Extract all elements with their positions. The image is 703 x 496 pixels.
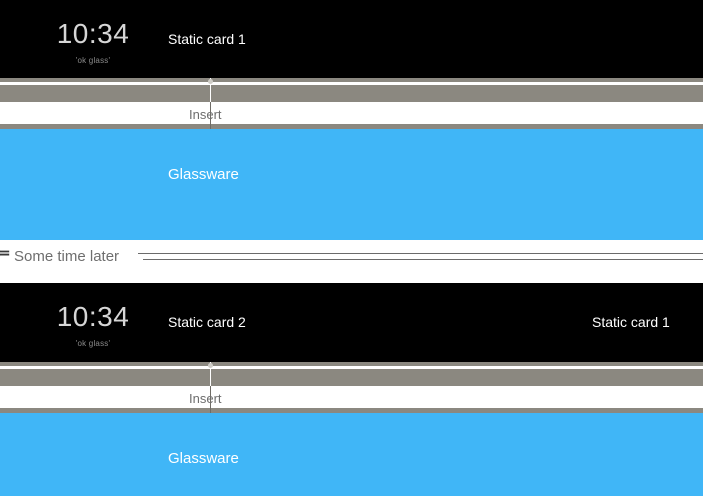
glass-voice-hint: 'ok glass' (75, 56, 111, 65)
insert-label-after: Insert (189, 391, 222, 406)
band-gray-thin-bottom-before (0, 124, 703, 129)
glass-timeline-strip-after: 10:34 'ok glass' Static card 2 Static ca… (0, 283, 703, 362)
glassware-panel-after: Glassware (0, 413, 703, 496)
static-card-1-label: Static card 1 (168, 31, 246, 47)
glass-clock-time: 10:34 (56, 18, 130, 49)
some-time-later-divider: Some time later ⇐ (0, 240, 703, 283)
band-divider-tick-dark-before (210, 102, 211, 129)
band-gray-thin-bottom-after (0, 408, 703, 413)
band-divider-tick-after (210, 362, 211, 386)
band-divider-tick-dark-after (210, 386, 211, 413)
insert-label-before: Insert (189, 107, 222, 122)
band-gray-thin-top-after (0, 362, 703, 366)
band-gray-thick-after (0, 369, 703, 386)
glassware-panel-before: Glassware (0, 129, 703, 240)
glassware-label-after: Glassware (168, 450, 239, 467)
timeline-state-before: 10:34 'ok glass' Static card 1 Insert Gl… (0, 0, 703, 240)
band-gray-thin-top-before (0, 78, 703, 82)
band-gray-thick-before (0, 85, 703, 102)
insert-node-dot-after (208, 363, 213, 368)
band-white-gap-top-before (0, 82, 703, 85)
glassware-label-before: Glassware (168, 166, 239, 183)
glassware-top-accent-before (0, 126, 140, 129)
some-time-later-label: Some time later (14, 248, 120, 265)
glass-timeline-strip-before: 10:34 'ok glass' Static card 1 (0, 0, 703, 78)
glassware-top-accent-after (0, 410, 140, 413)
glass-clock-time-after: 10:34 (56, 301, 130, 332)
timeline-state-after: 10:34 'ok glass' Static card 2 Static ca… (0, 283, 703, 496)
static-card-2-label: Static card 2 (168, 314, 246, 330)
divider-rule-lower (143, 259, 703, 260)
band-white-insert-before (0, 102, 703, 124)
insert-node-dot-before (208, 79, 213, 84)
static-card-1-label-after: Static card 1 (592, 314, 670, 330)
band-white-insert-after (0, 386, 703, 408)
band-white-gap-top-after (0, 366, 703, 369)
left-arrow-icon: ⇐ (0, 246, 10, 262)
band-divider-tick-before (210, 78, 211, 102)
glass-voice-hint-after: 'ok glass' (75, 339, 111, 348)
divider-rule-upper (138, 253, 703, 254)
